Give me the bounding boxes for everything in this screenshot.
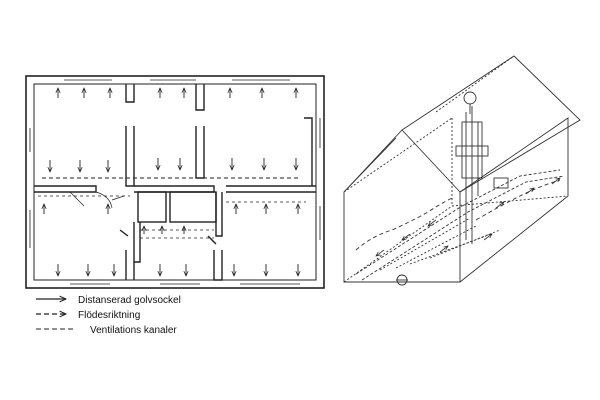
legend-item-baseboard: Distanserad golvsockel	[78, 295, 181, 306]
house-perspective	[343, 55, 581, 286]
vent-cap-icon	[463, 91, 477, 105]
legend-item-ventilation-ducts: Ventilations kanaler	[90, 325, 177, 336]
outer-wall	[25, 75, 325, 289]
legend-item-flow-direction: Flödesriktning	[78, 310, 140, 321]
roof	[401, 55, 581, 193]
window-openings	[28, 78, 322, 286]
side-wall	[459, 117, 569, 283]
flow-arrows-plan	[44, 88, 298, 276]
floor-plan	[25, 75, 325, 289]
floor-duct	[355, 169, 561, 275]
legend: Distanserad golvsockel Flödesriktning Ve…	[36, 295, 181, 336]
front-gable-wall	[343, 129, 461, 283]
window-frames	[29, 79, 321, 285]
interior-walls	[34, 84, 316, 281]
inner-wall-line	[33, 83, 317, 281]
flow-arrows-house	[376, 178, 560, 256]
door-swings	[69, 191, 125, 209]
